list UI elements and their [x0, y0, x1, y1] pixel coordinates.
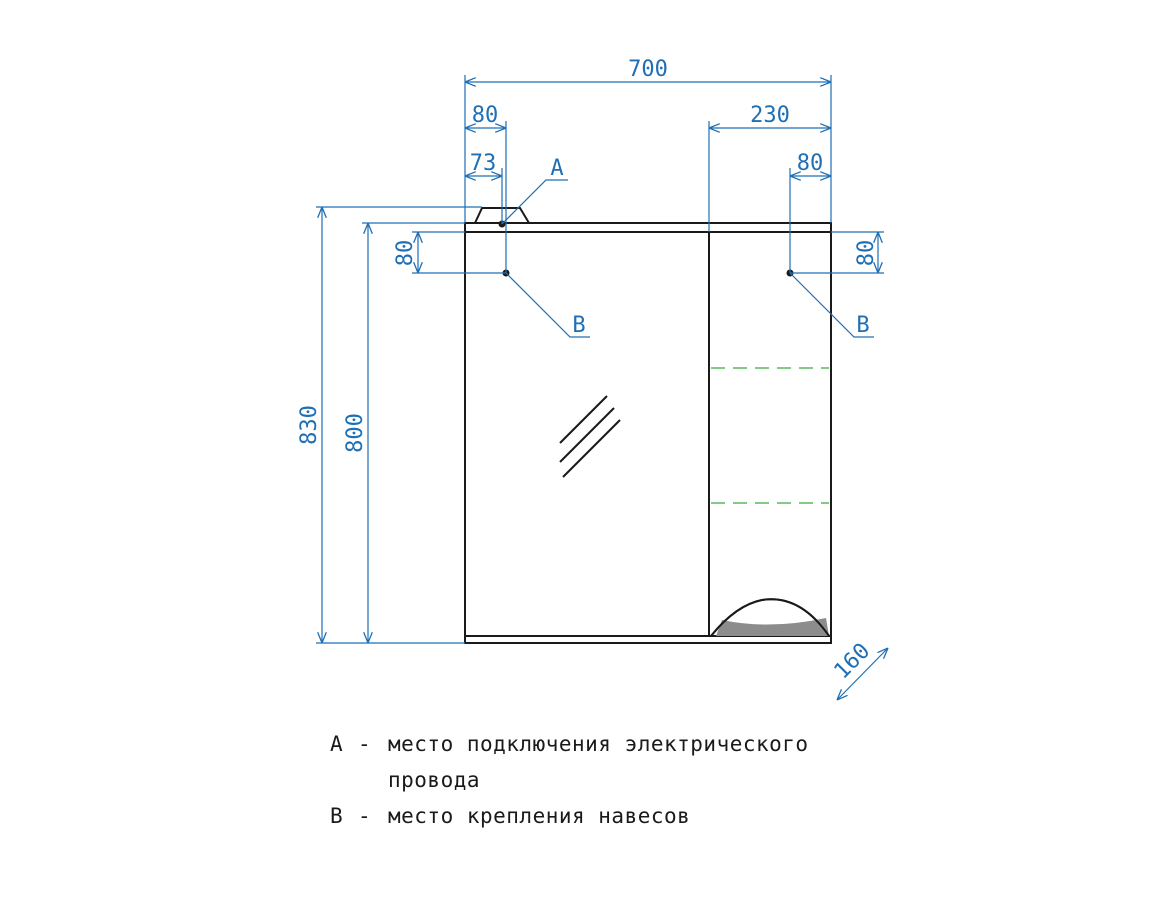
dim-label-right-80: 80	[797, 151, 824, 176]
leader-a	[501, 179, 568, 225]
legend-dash-b: -	[358, 804, 372, 828]
leader-b-left	[505, 272, 590, 338]
legend-key-a: A	[330, 732, 344, 756]
dim-label-800: 800	[343, 413, 368, 453]
dim-label-73: 73	[470, 151, 497, 176]
cabinet-bottom-plate	[464, 635, 832, 644]
legend-dash-a: -	[358, 732, 372, 756]
leader-b-right	[789, 272, 874, 338]
dim-label-230: 230	[750, 103, 790, 128]
dim-label-830: 830	[297, 405, 322, 445]
legend-key-b: B	[330, 804, 344, 828]
mirror-reflection-icon	[559, 395, 621, 478]
legend-text-b: место крепления навесов	[388, 804, 691, 828]
glass-shelves	[711, 367, 829, 504]
cabinet-top-plate	[464, 222, 832, 233]
cabinet-body	[464, 207, 832, 644]
legend-text-a-cont: провода	[388, 768, 481, 792]
dim-label-mount-left-80: 80	[393, 240, 418, 267]
dim-label-160: 160	[830, 639, 876, 685]
marker-label-b-left: B	[572, 313, 585, 338]
dim-line-160	[837, 648, 888, 700]
dim-label-700: 700	[628, 57, 668, 82]
legend-text-a: место подключения электрического	[388, 732, 809, 756]
shelf-section	[708, 231, 832, 637]
lamp-housing	[474, 207, 530, 224]
dim-label-left-80: 80	[472, 103, 499, 128]
marker-label-b-right: B	[856, 313, 869, 338]
legend-item-b: B-место крепления навесов	[330, 798, 970, 834]
legend-item-a: A-место подключения электрического	[330, 726, 970, 762]
dim-label-mount-right-80: 80	[854, 240, 879, 267]
arch-cutout	[708, 598, 831, 637]
marker-label-a: A	[550, 156, 563, 181]
legend: A-место подключения электрического прово…	[330, 726, 970, 834]
legend-item-a-continued: провода	[330, 762, 970, 798]
